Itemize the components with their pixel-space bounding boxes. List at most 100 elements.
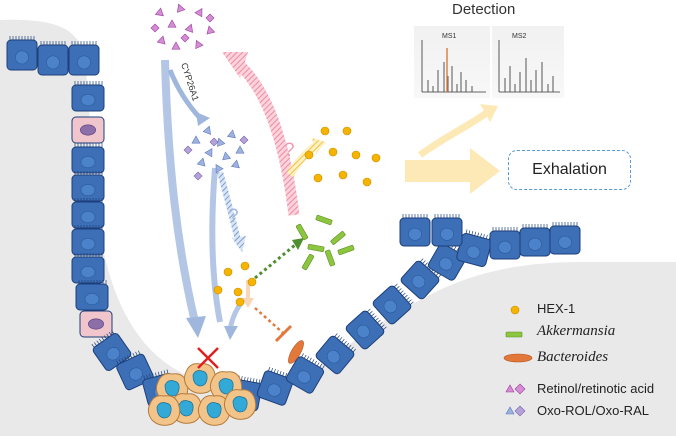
blue-arrowhead-third [224,326,238,340]
molecule-triangle [196,157,206,167]
molecule-triangle [204,148,213,158]
epithelial-cell [399,214,431,247]
hex1-molecule [351,150,361,160]
legend-retinol-triangle [505,384,515,393]
molecule-triangle [226,129,236,139]
molecule-triangle [195,39,204,50]
question-mark-pink: ? [284,140,295,161]
green-arrowhead [292,238,304,250]
molecule-triangle [202,125,212,135]
molecule-triangle [206,25,216,35]
ms1-spectrum [421,40,486,93]
hex1-molecule [371,153,381,163]
epithelial-cell [489,227,521,260]
molecules [150,3,381,307]
molecule-diamond [180,33,190,43]
akkermansia-bacterium [337,244,355,256]
akkermansia-bacterium [315,214,333,226]
legend-akkermansia-symbol [505,331,523,338]
akkermansia-bacterium [295,223,309,241]
ms2-label: MS2 [512,33,527,40]
hex1-molecule [320,126,330,136]
molecule-triangle [156,35,166,45]
question-mark-blue: ? [228,206,239,227]
exhalation-label: Exhalation [532,161,607,178]
epithelial-cell [427,240,467,281]
yellow-arrowhead [312,138,326,154]
ms2-panel [492,26,564,98]
epithelial-cell [285,353,325,394]
epithelial-cell [68,41,100,76]
akkermansia-bacterium [307,244,325,252]
exhalation-box: Exhalation [508,150,631,190]
hex1-molecule [313,173,323,183]
inhibition-x-mark [197,347,219,369]
molecule-diamond [205,13,215,23]
detection-title: Detection [452,1,516,18]
epithelial-cell [71,143,105,174]
epithelial-cell [71,225,105,256]
green-dotted-arrow [254,243,296,280]
legend-oxo-diamond [514,405,526,417]
molecule-diamond [193,171,203,181]
ms-panels: MS1 MS2 [414,26,564,98]
molecule-triangle [184,23,194,33]
legend-akkermansia-label: Akkermansia [537,323,616,339]
legend-bacteroides-label: Bacteroides [537,349,609,365]
legend-retinol-label: Retinol/retinotic acid [537,381,655,396]
epithelial-cell [256,366,294,406]
peach-arrowhead [242,298,254,308]
akkermansia-bacterium [301,253,315,271]
akkermansia-bacterium [330,231,346,245]
epithelial-cell [431,214,463,247]
hex1-molecule [342,126,352,136]
epithelial-cell [71,198,105,229]
molecule-triangle [230,159,240,169]
ms1-label: MS1 [442,33,457,40]
akkermansia-bacterium [324,249,336,267]
blue-hatched-arrow [217,171,241,241]
blue-arrow-second [209,167,223,323]
hex1-molecule [304,150,314,160]
hex1-molecule [213,285,223,295]
blue-arrowhead-cyp [196,112,210,126]
legend-bacteroides-symbol [503,353,533,363]
epithelial-cell [549,222,581,255]
epithelial-cell [71,171,105,202]
goblet-cell [71,116,105,144]
yellow-hatched-arrow [286,142,319,178]
tumor-cluster [147,363,257,426]
molecule-triangle [222,151,232,161]
hex1-molecule [362,177,372,187]
epithelial-cell [400,258,442,300]
molecule-triangle [235,145,245,154]
legend-retinol-diamond [514,383,526,395]
tumor-cell [209,371,243,402]
epithelial-cell [519,224,551,257]
hex1-molecule [240,261,250,271]
epithelial-cell [91,330,132,372]
legend-symbols [503,305,533,417]
inhibition-bar [274,324,293,343]
bacteria [288,214,355,364]
hex1-molecule [233,287,243,297]
bacteroides-bacterium [288,340,304,364]
epithelial-cell [75,280,109,311]
molecule-diamond [209,137,219,147]
blue-arrowhead-main [186,316,206,338]
tumor-cell [147,395,181,426]
detection-arrow [417,109,491,158]
molecule-triangle [194,8,203,18]
epithelial-cell [372,283,414,325]
molecule-triangle [171,41,181,50]
epithelial-cell [456,229,492,268]
legend-oxo-triangle [505,406,515,415]
molecule-diamond [239,135,249,145]
legend-oxo-label: Oxo-ROL/Oxo-RAL [537,403,649,418]
epithelial-cell [37,41,69,76]
epithelial-cell [315,333,357,375]
tumor-cell [223,389,257,420]
molecule-triangle [154,7,164,17]
